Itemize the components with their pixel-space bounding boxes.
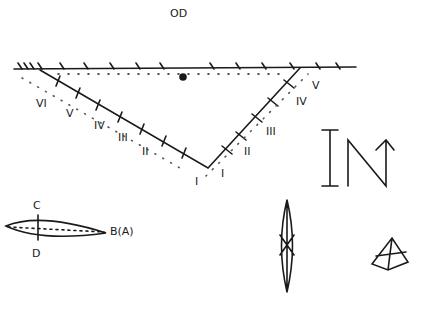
section-label: I xyxy=(221,168,224,179)
section-label: D xyxy=(32,248,40,259)
section-label: C xyxy=(33,200,41,211)
section-label: IV xyxy=(296,96,307,107)
section-label: V xyxy=(66,108,74,119)
section-label: B(A) xyxy=(110,226,134,237)
section-label: II xyxy=(142,146,149,157)
section-label: I xyxy=(195,176,198,187)
section-label: II xyxy=(244,146,251,157)
section-label: V xyxy=(312,80,320,91)
section-label: III xyxy=(266,126,276,137)
section-label: VI xyxy=(36,98,47,109)
section-label: OD xyxy=(170,8,187,19)
section-label: III xyxy=(118,132,128,143)
section-label: IV xyxy=(94,120,105,131)
